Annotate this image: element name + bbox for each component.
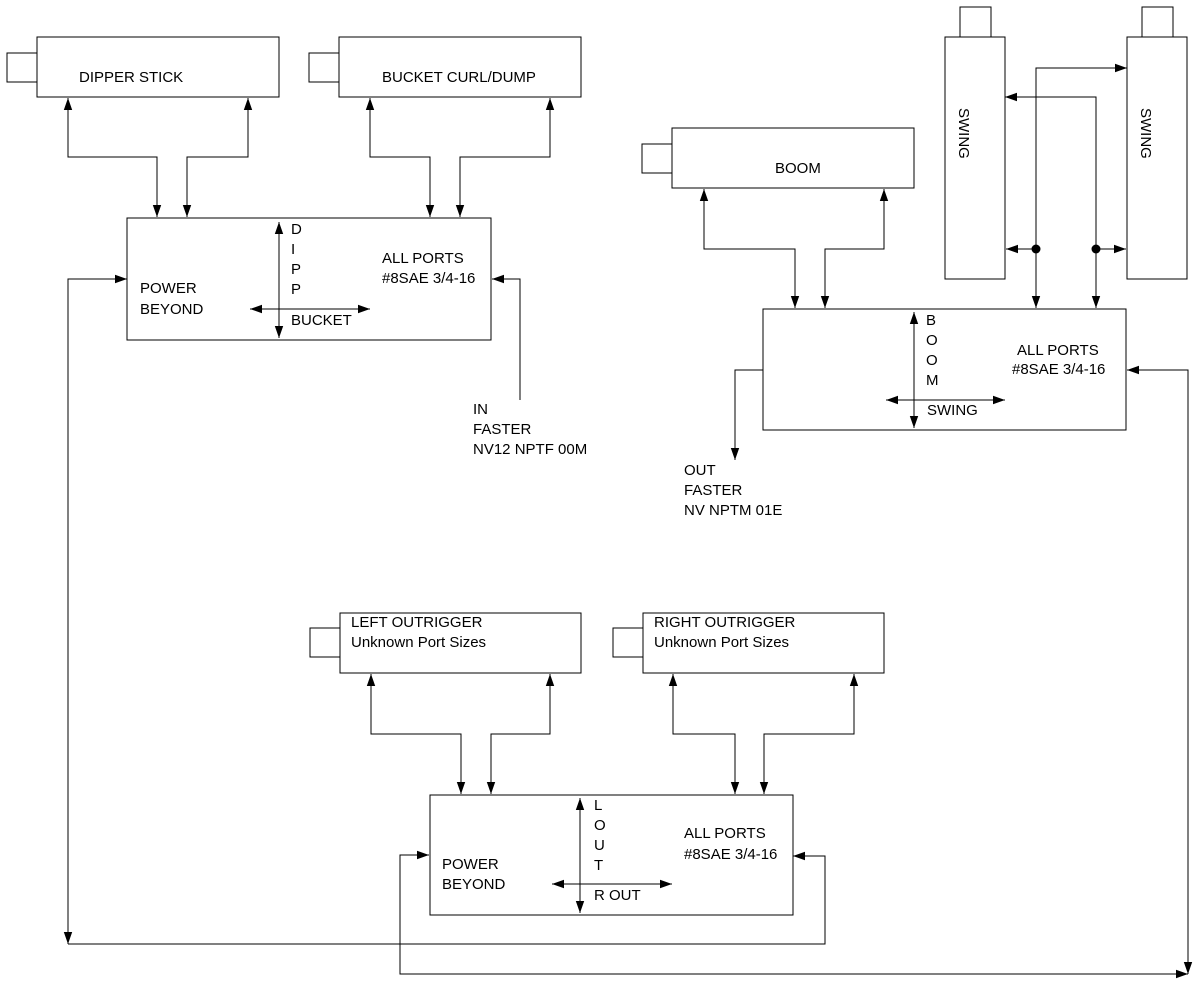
valve3-letter-u: U: [594, 837, 605, 854]
swing-junction-right: [1091, 244, 1101, 254]
inlet-line3: NV12 NPTF 00M: [473, 441, 587, 458]
outlet-line1: OUT: [684, 462, 716, 479]
valve1-letter-i: I: [291, 241, 295, 258]
right-outrigger-title: RIGHT OUTRIGGER: [654, 614, 796, 631]
valve1-bucket-label: BUCKET: [291, 312, 352, 329]
valve3-letter-l: L: [594, 797, 602, 814]
valve3-rout-label: R OUT: [594, 887, 641, 904]
left-outrigger-title: LEFT OUTRIGGER: [351, 614, 483, 631]
valve-boom-swing: B O O M SWING ALL PORTS #8SAE 3/4-16: [762, 308, 1127, 431]
valve1-ports-2: #8SAE 3/4-16: [382, 270, 475, 287]
valve-dipp-bucket: POWER BEYOND D I P P BUCKET ALL PORTS #8…: [126, 217, 492, 341]
outlet-line3: NV NPTM 01E: [684, 502, 782, 519]
valve3-ports-2: #8SAE 3/4-16: [684, 846, 777, 863]
valve3-power-beyond-1: POWER: [442, 856, 499, 873]
valve3-letter-o: O: [594, 817, 606, 834]
valve2-letter-o1: O: [926, 332, 938, 349]
valve2-letter-b: B: [926, 312, 936, 329]
valve1-power-beyond-2: BEYOND: [140, 301, 204, 318]
right-outrigger-cylinder: RIGHT OUTRIGGER Unknown Port Sizes: [612, 612, 885, 674]
swing-right-label: SWING: [1137, 108, 1154, 159]
valve1-power-beyond-1: POWER: [140, 280, 197, 297]
outlet-line2: FASTER: [684, 482, 743, 499]
valve2-letter-o2: O: [926, 352, 938, 369]
dipper-stick-cylinder: DIPPER STICK: [6, 36, 280, 98]
swing-junction-left: [1031, 244, 1041, 254]
valve1-ports-1: ALL PORTS: [382, 250, 464, 267]
inlet-line2: FASTER: [473, 421, 532, 438]
bucket-curl-label: BUCKET CURL/DUMP: [382, 69, 536, 86]
left-outrigger-cylinder: LEFT OUTRIGGER Unknown Port Sizes: [309, 612, 582, 674]
inlet-label: IN FASTER NV12 NPTF 00M: [473, 401, 587, 458]
swing-right-cylinder: SWING: [1126, 6, 1188, 280]
outlet-label: OUT FASTER NV NPTM 01E: [684, 462, 782, 519]
boom-cylinder: BOOM: [641, 127, 915, 189]
bucket-curl-cylinder: BUCKET CURL/DUMP: [308, 36, 582, 98]
valve2-ports-1: ALL PORTS: [1017, 342, 1099, 359]
valve3-letter-t: T: [594, 857, 603, 874]
hydraulic-lines: [63, 63, 1193, 979]
valve2-swing-label: SWING: [927, 402, 978, 419]
valve1-letter-p1: P: [291, 261, 301, 278]
inlet-line1: IN: [473, 401, 488, 418]
valve3-ports-1: ALL PORTS: [684, 825, 766, 842]
valve-outriggers: POWER BEYOND L O U T R OUT ALL PORTS #8S…: [429, 794, 794, 916]
valve2-letter-m: M: [926, 372, 939, 389]
dipper-stick-label: DIPPER STICK: [79, 69, 183, 86]
swing-left-label: SWING: [955, 108, 972, 159]
boom-label: BOOM: [775, 160, 821, 177]
left-outrigger-sub: Unknown Port Sizes: [351, 634, 486, 651]
valve1-letter-d: D: [291, 221, 302, 238]
right-outrigger-sub: Unknown Port Sizes: [654, 634, 789, 651]
valve2-ports-2: #8SAE 3/4-16: [1012, 361, 1105, 378]
valve3-power-beyond-2: BEYOND: [442, 876, 506, 893]
valve1-letter-p2: P: [291, 281, 301, 298]
swing-left-cylinder: SWING: [944, 6, 1006, 280]
